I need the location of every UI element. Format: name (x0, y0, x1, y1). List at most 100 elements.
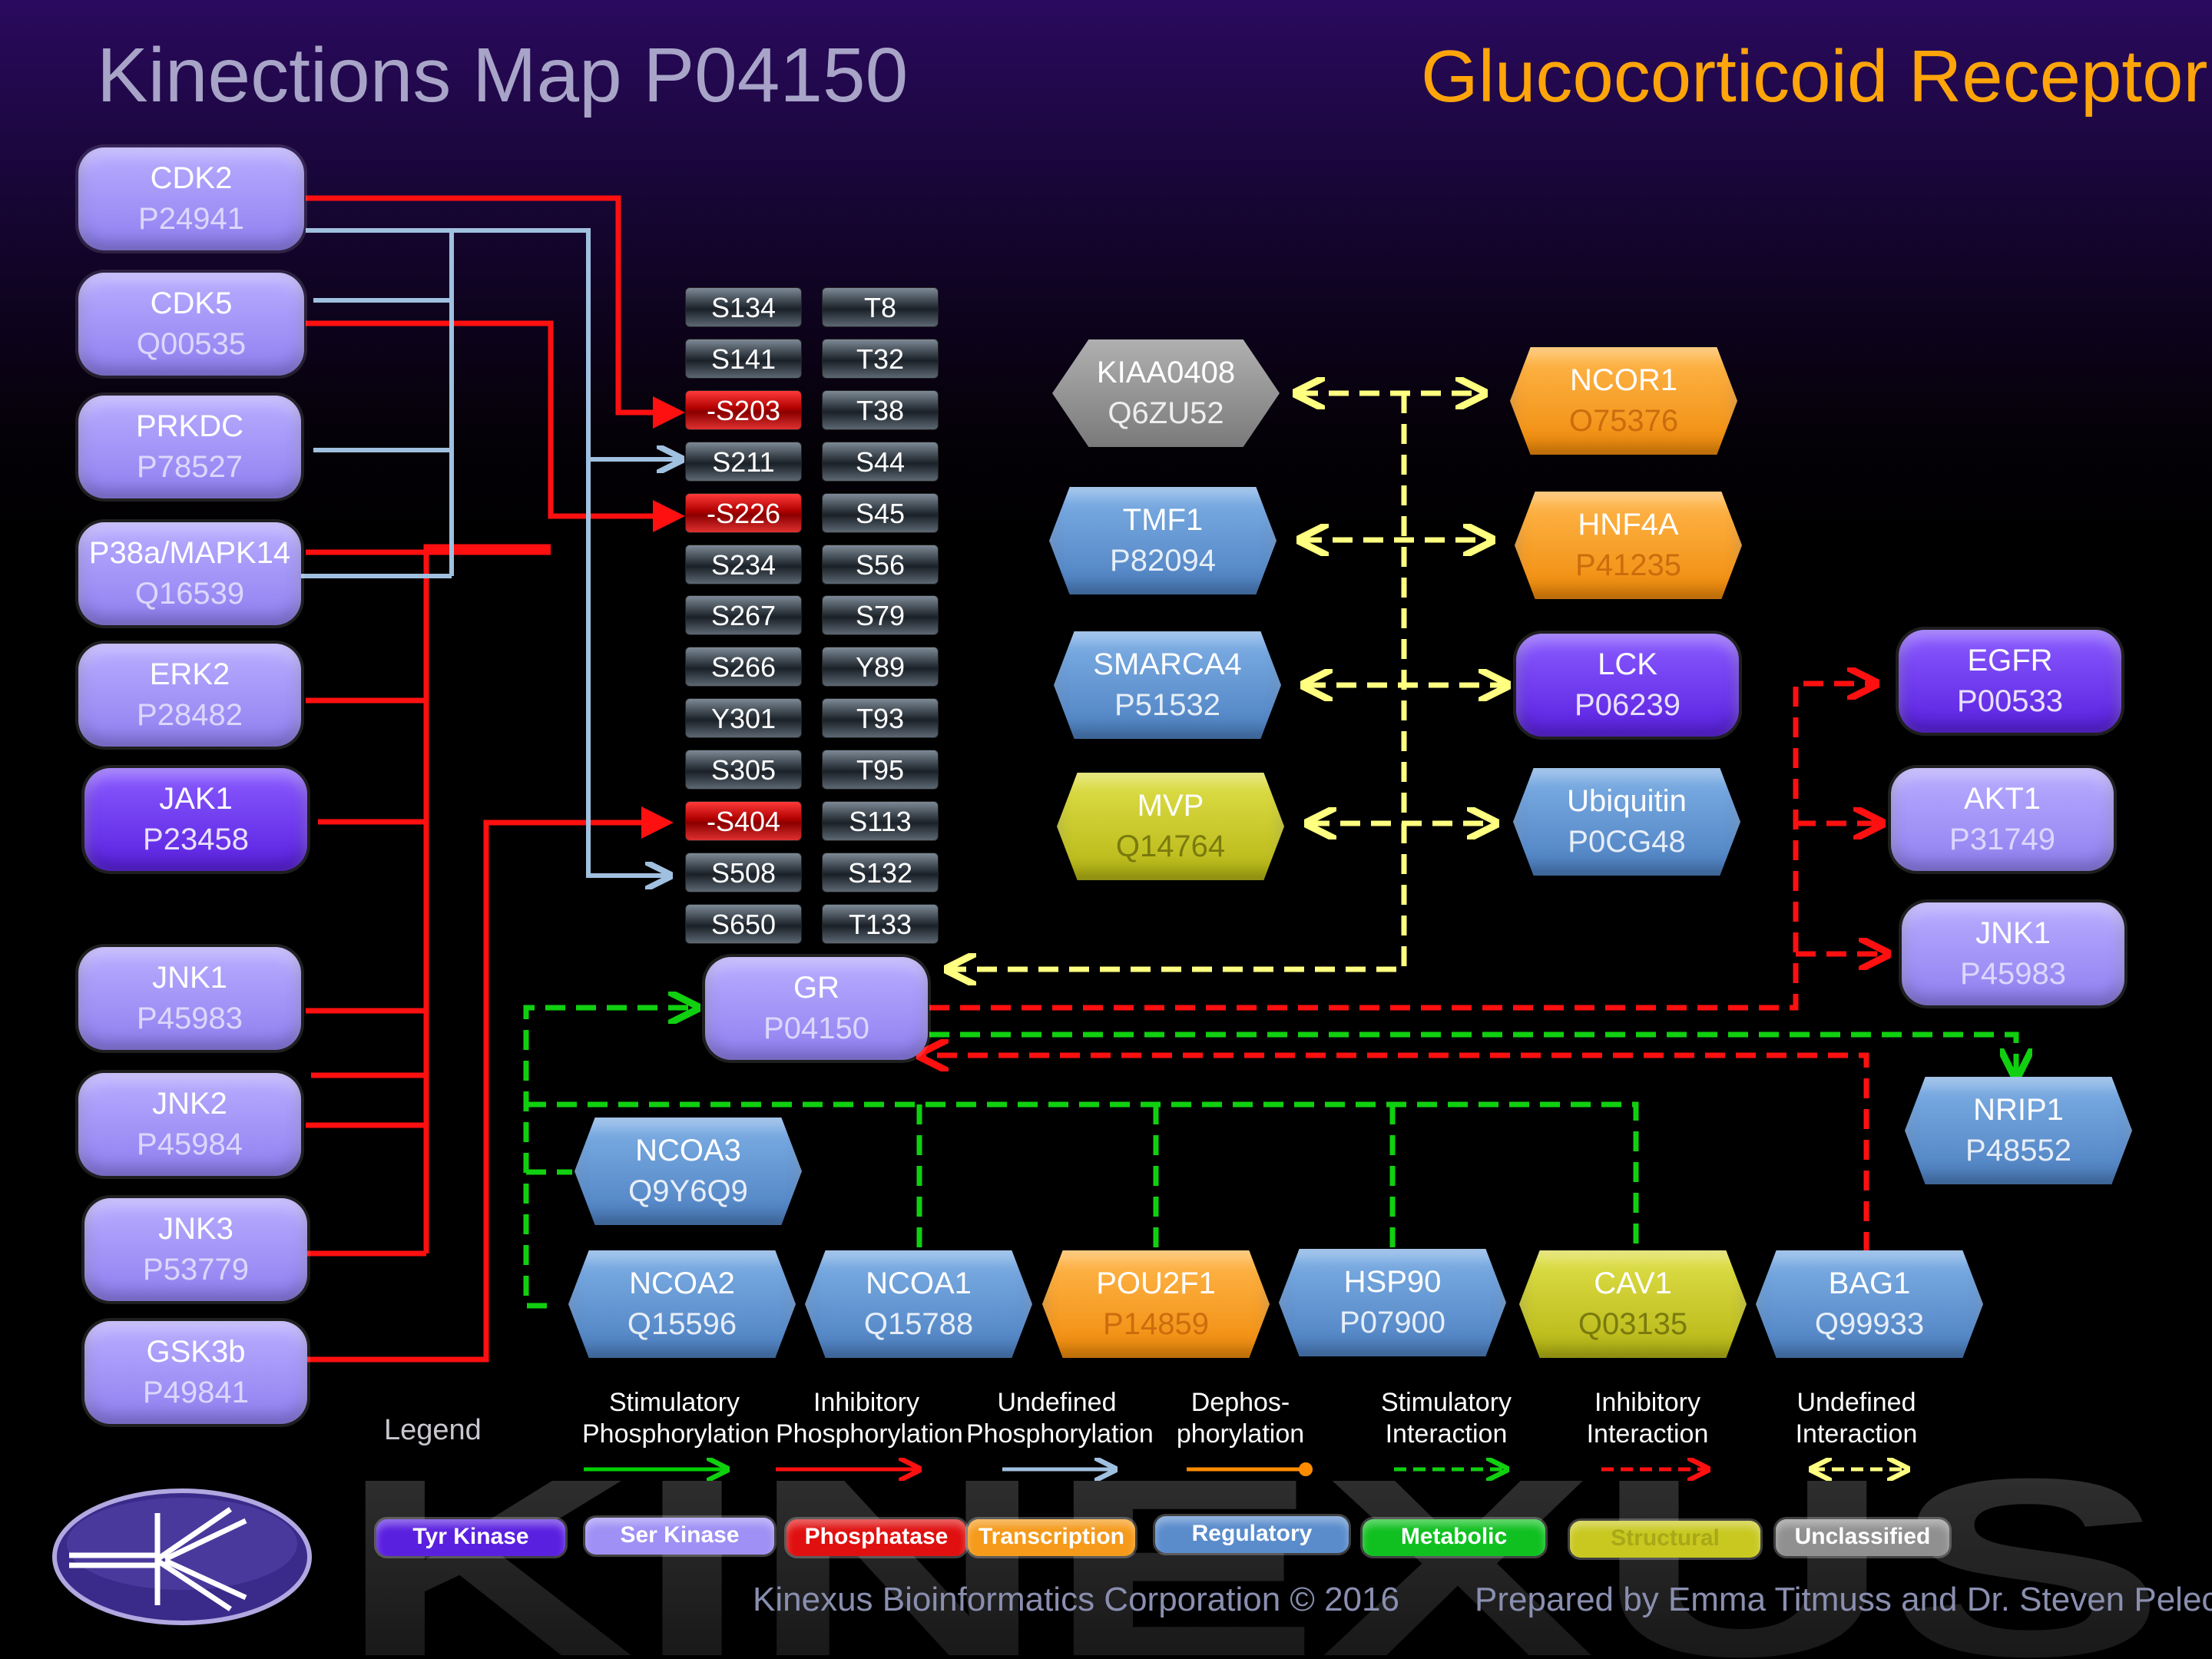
legend-label-dephos: Dephos- phorylation (1176, 1388, 1305, 1449)
phosphosite[interactable]: S508 (685, 853, 802, 892)
kinase-name: PRKDC (135, 409, 244, 444)
phosphosite[interactable]: T32 (822, 339, 939, 379)
phosphosite[interactable]: S305 (685, 750, 802, 790)
prepared-by-text: Prepared by Emma Titmuss and Dr. Steven … (1475, 1581, 2212, 1618)
kinase-name: JNK3 (158, 1212, 233, 1247)
legend-badge-structural: Structural (1570, 1521, 1760, 1558)
phosphosite[interactable]: Y301 (685, 698, 802, 738)
interactor-code: P0CG48 (1568, 825, 1686, 859)
legend-badge-ser-kinase: Ser Kinase (585, 1518, 774, 1555)
phosphosite[interactable]: S56 (822, 545, 939, 584)
map-title: Kinections Map P04150 (97, 32, 909, 118)
phosphosite[interactable]: S134 (685, 287, 802, 327)
legend-badge-metabolic: Metabolic (1363, 1519, 1545, 1556)
legend-label-undef-int: Undefined Interaction (1795, 1388, 1918, 1449)
phosphosite[interactable]: S234 (685, 545, 802, 584)
substrate-code: P31749 (1949, 823, 2055, 856)
phosphosite[interactable]: S211 (685, 442, 802, 482)
kinase-name: JAK1 (159, 782, 233, 816)
kinase-code: P45983 (137, 1002, 243, 1035)
kinase-code: P28482 (137, 698, 243, 732)
phosphosite[interactable]: T38 (822, 390, 939, 430)
legend-badge-regulatory: Regulatory (1155, 1516, 1349, 1553)
phosphosite[interactable]: S650 (685, 904, 802, 944)
phosphosite[interactable]: -S226 (685, 493, 802, 533)
phosphosite[interactable]: T8 (822, 287, 939, 327)
phosphosite[interactable]: Y89 (822, 647, 939, 687)
kinase-name: JNK2 (152, 1087, 227, 1121)
legend-label-stim-int: Stimulatory Interaction (1380, 1388, 1512, 1449)
interactor-code: P51532 (1114, 688, 1220, 722)
phosphosite[interactable]: S132 (822, 853, 939, 892)
interactor-name: NCOR1 (1569, 363, 1678, 398)
substrate-name: NRIP1 (1973, 1093, 2064, 1128)
legend-label-undef-phos: Undefined Phosphorylation (966, 1388, 1154, 1449)
phosphosite[interactable]: S267 (685, 595, 802, 635)
kinase-name: CDK2 (150, 161, 233, 196)
target-name: GR (793, 971, 839, 1005)
phosphosite[interactable]: S44 (822, 442, 939, 482)
phosphosite[interactable]: S79 (822, 595, 939, 635)
legend-badge-transcription: Transcription (968, 1519, 1135, 1556)
legend-badge-tyr-kinase: Tyr Kinase (376, 1519, 565, 1556)
phosphosite[interactable]: S45 (822, 493, 939, 533)
legend-label-inhib-int: Inhibitory Interaction (1586, 1388, 1709, 1449)
phosphosite[interactable]: S141 (685, 339, 802, 379)
interactor-name: NCOA2 (629, 1267, 735, 1301)
phosphosite[interactable]: -S404 (685, 801, 802, 841)
legend-label-stim-phos: Stimulatory Phosphorylation (582, 1388, 770, 1449)
phosphosite[interactable]: T93 (822, 698, 939, 738)
interactor-code: Q9Y6Q9 (628, 1174, 748, 1208)
phosphosite[interactable]: S113 (822, 801, 939, 841)
interactor-name: CAV1 (1594, 1267, 1672, 1301)
phosphosite[interactable]: S266 (685, 647, 802, 687)
interactor-code: P07900 (1339, 1306, 1445, 1339)
interactor-name: MVP (1137, 789, 1204, 823)
substrate-code: P48552 (1965, 1134, 2071, 1167)
interactor-name: POU2F1 (1096, 1267, 1216, 1301)
phosphosite[interactable]: T95 (822, 750, 939, 790)
kinase-name: GSK3b (146, 1335, 246, 1369)
kinase-code: Q16539 (134, 577, 245, 611)
interactor-name: HNF4A (1578, 508, 1679, 542)
phosphosite[interactable]: -S203 (685, 390, 802, 430)
kinase-code: Q00535 (136, 327, 247, 361)
phosphosite[interactable]: T133 (822, 904, 939, 944)
kinase-name: ERK2 (149, 657, 230, 692)
interactor-name: KIAA0408 (1096, 356, 1236, 390)
substrate-code: P45983 (1960, 957, 2066, 991)
legend-label-inhib-phos: Inhibitory Phosphorylation (776, 1388, 963, 1449)
interactor-name: BAG1 (1828, 1267, 1911, 1301)
